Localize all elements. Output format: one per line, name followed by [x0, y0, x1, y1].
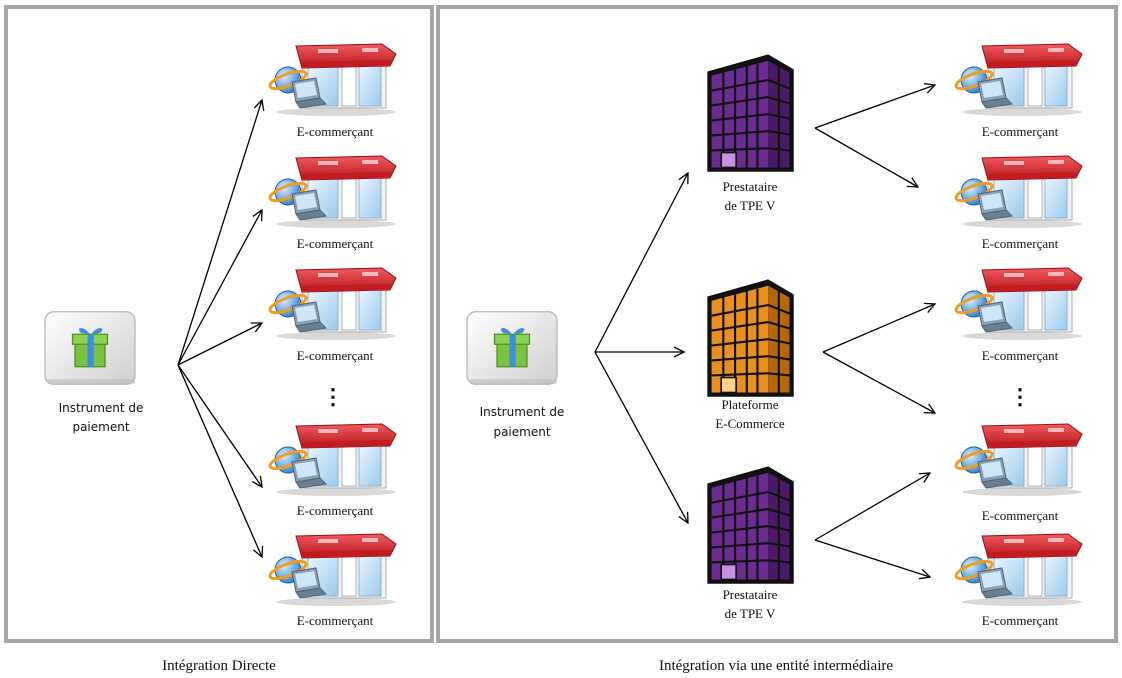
- caption-intermediary: Intégration via une entité intermédiaire: [659, 658, 893, 674]
- merchant-label: E-commerçant: [982, 124, 1059, 139]
- merchant-intermediary-5: E-commerçant: [952, 532, 1084, 628]
- merchant-label: E-commerçant: [982, 348, 1059, 363]
- arrow-direct-2: [177, 210, 262, 366]
- arrow-to-provider-bottom: [594, 351, 688, 523]
- arrow-to-provider-top: [594, 173, 688, 353]
- merchant-label: E-commerçant: [297, 503, 374, 518]
- merchant-direct-4: E-commerçant: [266, 422, 398, 518]
- arrow-provider-top-to-merchant-1: [814, 85, 935, 129]
- orange-building-icon: [706, 278, 795, 398]
- merchant-intermediary-1: E-commerçant: [952, 42, 1084, 139]
- payment-instrument-label-line2: paiement: [72, 420, 129, 434]
- arrow-platform-to-merchant-3: [822, 304, 935, 353]
- gift-card-icon: [44, 311, 136, 385]
- arrow-direct-5: [177, 364, 262, 557]
- merchant-label: E-commerçant: [982, 508, 1059, 523]
- merchant-intermediary-2: E-commerçant: [952, 154, 1084, 251]
- payment-instrument-intermediary: Instrument de paiement: [466, 311, 565, 439]
- purple-building-icon: [706, 53, 795, 173]
- provider-label-line2: de TPE V: [725, 198, 776, 213]
- arrow-platform-to-merchant-4: [822, 351, 935, 413]
- merchant-label: E-commerçant: [297, 124, 374, 139]
- merchant-direct-5: E-commerçant: [266, 532, 398, 628]
- arrow-provider-top-to-merchant-2: [814, 127, 918, 187]
- merchant-intermediary-3: E-commerçant: [952, 266, 1084, 363]
- provider-bottom: Prestataire de TPE V: [706, 465, 795, 621]
- caption-direct: Intégration Directe: [162, 658, 276, 674]
- ellipsis-direct: ⋮: [322, 384, 344, 409]
- provider-label-line2: de TPE V: [725, 606, 776, 621]
- gift-card-icon: [466, 311, 558, 385]
- provider-top: Prestataire de TPE V: [706, 53, 795, 213]
- platform: Plateforme E-Commerce: [706, 278, 795, 431]
- merchant-intermediary-4: E-commerçant: [952, 422, 1084, 523]
- merchant-label: E-commerçant: [297, 236, 374, 251]
- payment-instrument-label-line2: paiement: [493, 425, 550, 439]
- provider-label-line1: Prestataire: [723, 587, 778, 602]
- arrow-provider-bottom-to-merchant-6: [814, 539, 930, 577]
- payment-instrument-label-line1: Instrument de: [59, 401, 144, 415]
- arrow-provider-bottom-to-merchant-5: [814, 473, 930, 541]
- platform-label-line2: E-Commerce: [715, 416, 785, 431]
- merchant-label: E-commerçant: [982, 613, 1059, 628]
- provider-label-line1: Prestataire: [723, 179, 778, 194]
- merchant-direct-1: E-commerçant: [266, 42, 398, 139]
- arrows-intermediary: [594, 85, 935, 577]
- merchant-direct-2: E-commerçant: [266, 154, 398, 251]
- payment-instrument-label-line1: Instrument de: [480, 405, 565, 419]
- merchant-label: E-commerçant: [297, 348, 374, 363]
- merchant-label: E-commerçant: [297, 613, 374, 628]
- ellipsis-intermediary: ⋮: [1009, 384, 1031, 409]
- arrow-direct-4: [177, 364, 262, 487]
- merchant-label: E-commerçant: [982, 236, 1059, 251]
- arrow-direct-1: [177, 100, 262, 366]
- purple-building-icon: [706, 465, 795, 585]
- arrow-direct-3: [177, 323, 262, 366]
- platform-label-line1: Plateforme: [721, 397, 778, 412]
- arrows-direct: [177, 100, 262, 557]
- merchant-direct-3: E-commerçant: [266, 266, 398, 363]
- payment-instrument-direct: Instrument de paiement: [44, 311, 144, 434]
